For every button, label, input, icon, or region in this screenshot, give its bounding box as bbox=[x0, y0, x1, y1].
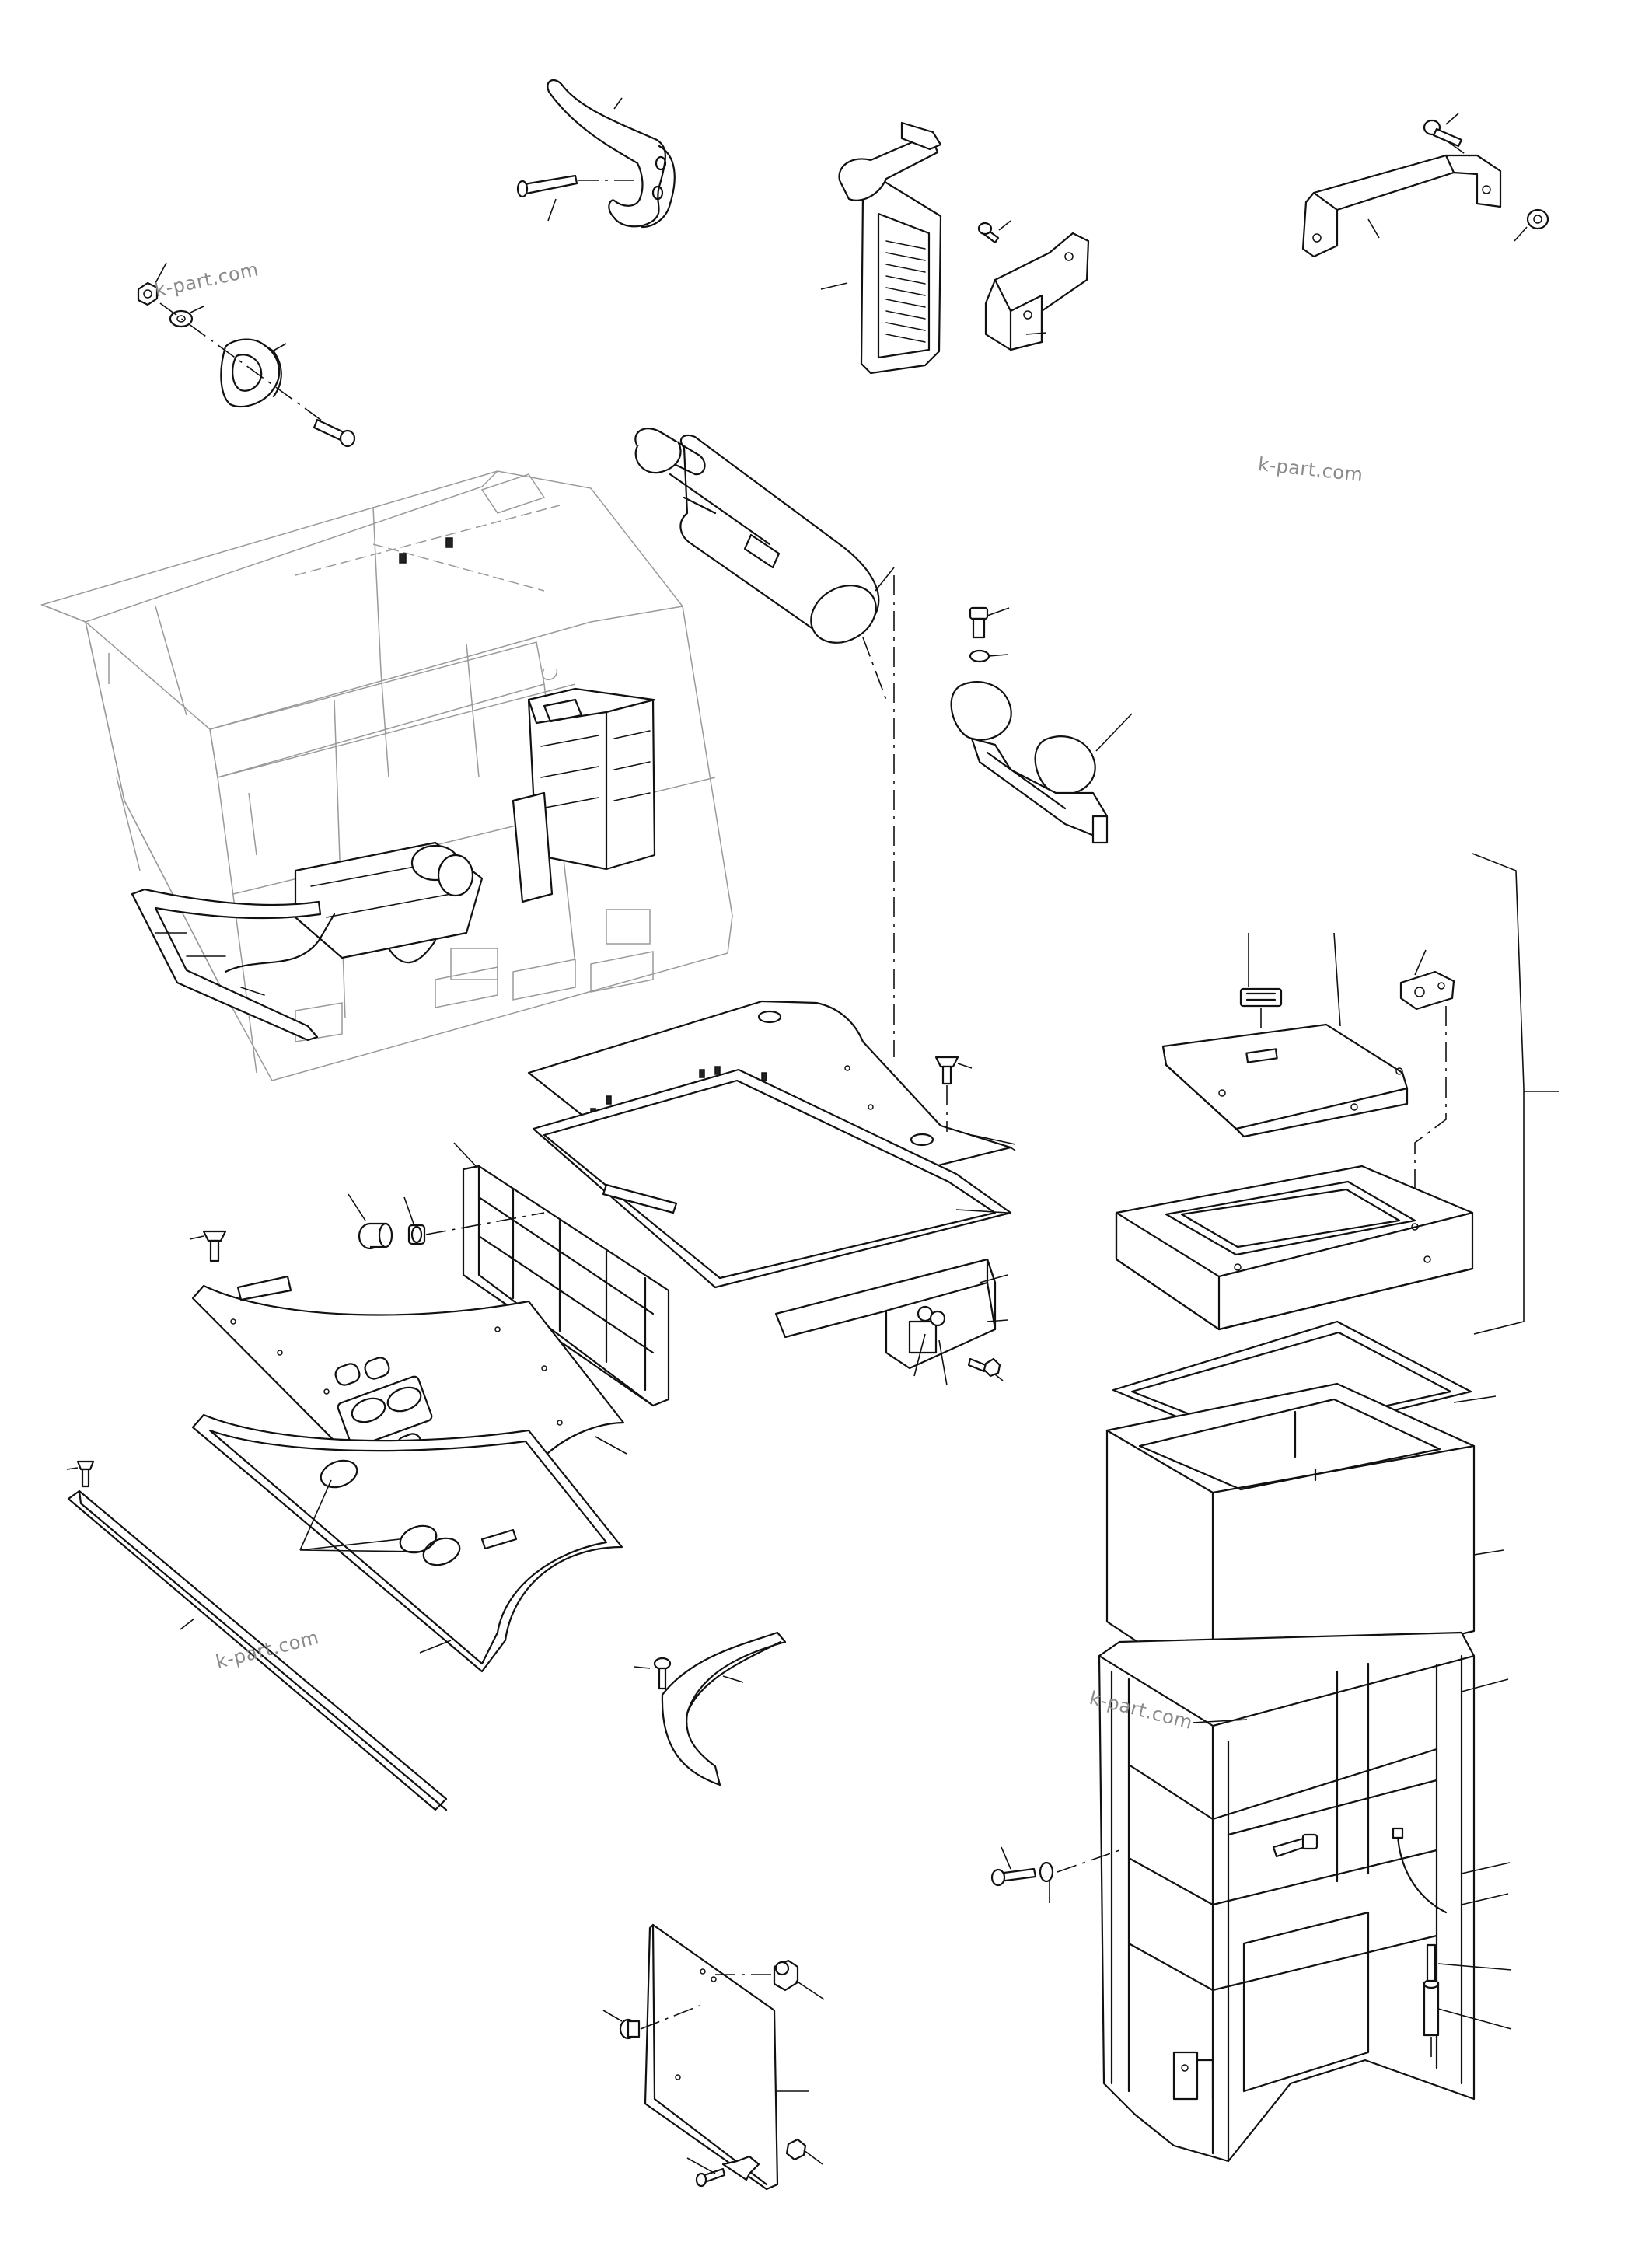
cover-bolt bbox=[967, 1357, 1004, 1381]
blower-motor bbox=[294, 841, 484, 964]
panel-latch bbox=[715, 1959, 825, 2000]
seat-cushion-top bbox=[1161, 932, 1409, 1138]
seat-assembly-bracket bbox=[1472, 853, 1559, 1335]
elbow-screw bbox=[634, 1657, 672, 1690]
panel-knob bbox=[602, 2005, 700, 2040]
coat-hook bbox=[547, 79, 676, 229]
plate-gasket bbox=[191, 1413, 623, 1673]
hook-screw bbox=[516, 174, 637, 222]
clamp-washer bbox=[969, 649, 1008, 663]
storage-box bbox=[1105, 1382, 1504, 1693]
stand-spacer bbox=[1423, 1943, 1512, 2060]
hinge bbox=[1399, 949, 1455, 1213]
holder-bracket bbox=[984, 232, 1090, 351]
handle-nut bbox=[1514, 208, 1549, 242]
fire-extinguisher-holder bbox=[820, 121, 942, 375]
floor-mat bbox=[532, 1068, 1012, 1289]
clamp-bolt bbox=[969, 606, 1010, 639]
stand-stud bbox=[1272, 1827, 1448, 1914]
bracket-washer bbox=[169, 306, 204, 328]
side-rail bbox=[67, 1489, 448, 1811]
duct-grille bbox=[453, 1142, 670, 1407]
plate-screw bbox=[934, 1056, 973, 1132]
duct-elbow bbox=[661, 1631, 787, 1786]
bracket-bolt bbox=[313, 418, 356, 448]
rail-screw bbox=[66, 1460, 95, 1488]
extinguisher-clamp bbox=[950, 681, 1133, 844]
mirror-bracket bbox=[159, 302, 343, 436]
grille-spacer bbox=[403, 1196, 545, 1245]
grille-cap bbox=[348, 1193, 393, 1250]
cover-bracket bbox=[774, 1258, 1008, 1386]
panel-nut bbox=[785, 2138, 823, 2165]
stand-washer bbox=[1039, 1849, 1120, 1903]
duct-harness bbox=[131, 888, 336, 1042]
holder-screw bbox=[977, 220, 1011, 244]
grab-handle bbox=[1301, 141, 1502, 258]
handle-bolt bbox=[1423, 113, 1463, 148]
plate-screw-left bbox=[189, 1230, 227, 1262]
fire-extinguisher bbox=[634, 428, 895, 1057]
seat-frame bbox=[1115, 1165, 1474, 1331]
heater-unit bbox=[512, 687, 656, 903]
bracket-nut bbox=[137, 262, 167, 306]
seat-stand bbox=[1098, 1631, 1511, 2163]
stand-bolt bbox=[990, 1846, 1037, 1887]
panel-bolt bbox=[686, 2155, 760, 2188]
access-panel bbox=[644, 1923, 809, 2191]
